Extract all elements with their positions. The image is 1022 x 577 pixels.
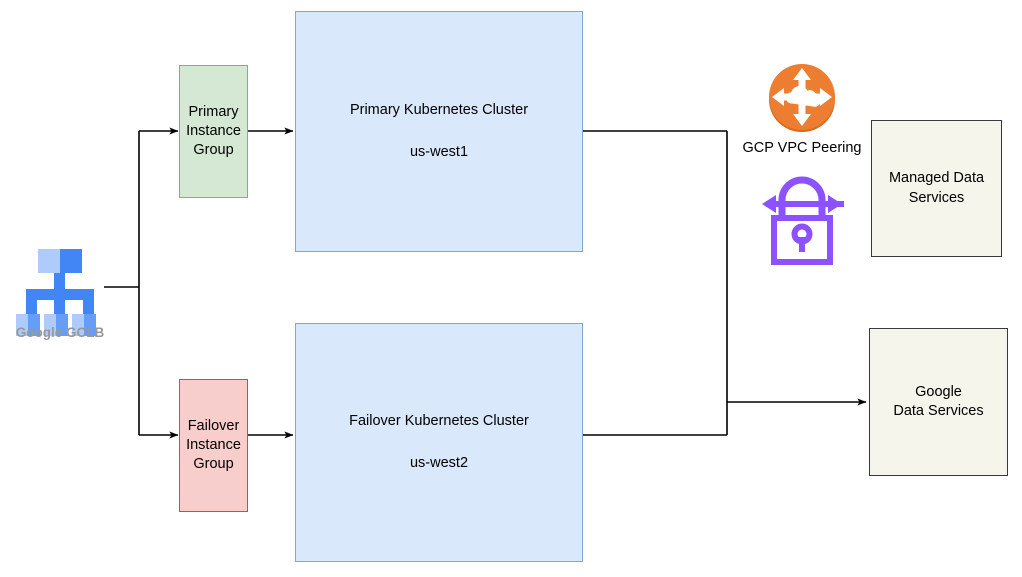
managed-data-services-label-line1: Managed Data xyxy=(888,170,985,187)
failover-cluster-title: Failover Kubernetes Cluster xyxy=(349,413,529,430)
vpc-peering-label: GCP VPC Peering xyxy=(742,140,862,156)
failover-instance-group-node[interactable]: Failover Instance Group xyxy=(179,379,248,512)
google-data-services-label-line1: Google xyxy=(915,383,962,400)
load-balancer-label: Google GCLB xyxy=(15,325,105,340)
managed-data-services-node[interactable]: Managed Data Services xyxy=(871,120,1002,257)
primary-instance-group-label-line1: Primary xyxy=(188,103,239,120)
managed-data-services-label-line2: Services xyxy=(908,189,965,206)
load-balancer-icon xyxy=(12,245,108,345)
failover-instance-group-label-line1: Failover xyxy=(187,417,240,434)
failover-kubernetes-cluster-node[interactable]: Failover Kubernetes Cluster us-west2 xyxy=(295,323,583,562)
primary-kubernetes-cluster-node[interactable]: Primary Kubernetes Cluster us-west1 xyxy=(295,11,583,252)
failover-instance-group-label-line3: Group xyxy=(193,456,234,473)
secure-lock-icon xyxy=(760,170,844,270)
primary-instance-group-label-line2: Instance xyxy=(186,122,241,139)
vpc-peering-icon xyxy=(766,62,838,134)
google-data-services-label-line2: Data Services xyxy=(893,403,984,419)
primary-instance-group-label-line3: Group xyxy=(193,142,234,159)
primary-instance-group-node[interactable]: Primary Instance Group xyxy=(179,65,248,198)
failover-cluster-region: us-west2 xyxy=(409,454,469,471)
failover-instance-group-label-line2: Instance xyxy=(186,436,241,453)
primary-cluster-title: Primary Kubernetes Cluster xyxy=(349,102,529,119)
google-data-services-node[interactable]: Google Data Services xyxy=(869,328,1008,476)
primary-cluster-region: us-west1 xyxy=(409,143,469,160)
